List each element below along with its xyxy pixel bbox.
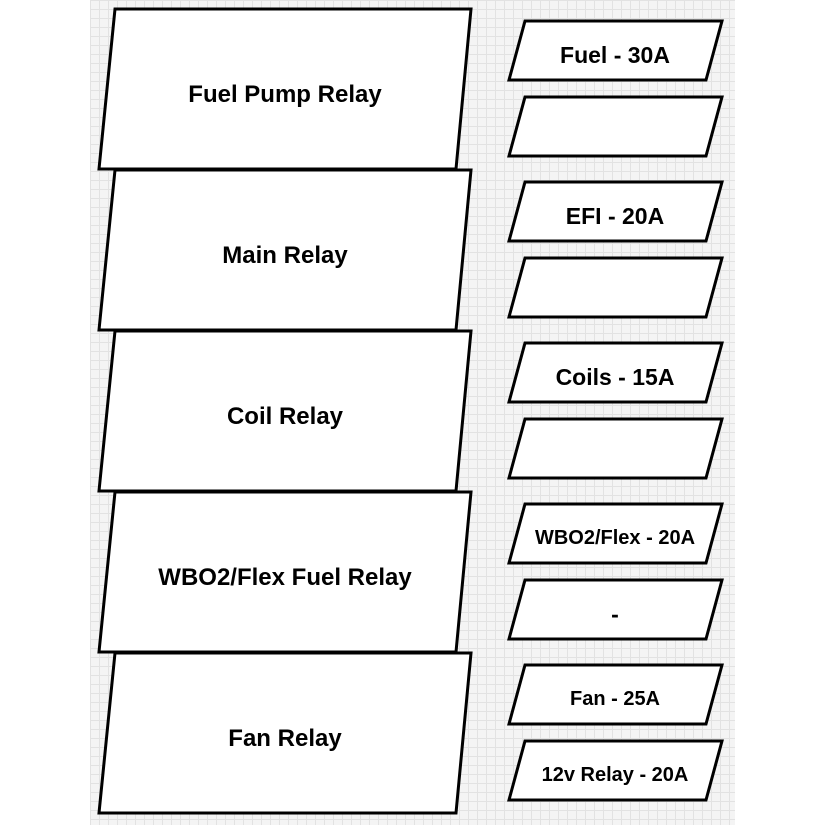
- relay-label: Main Relay: [222, 242, 348, 269]
- fuse-box: [507, 180, 724, 243]
- fuse-box: [507, 19, 724, 82]
- fuse-label: EFI - 20A: [566, 203, 664, 229]
- fuse-label: Fuel - 30A: [560, 42, 670, 68]
- relay-wbo2-flex-fuel[interactable]: WBO2/Flex Fuel Relay: [97, 490, 473, 654]
- relay-label: Fuel Pump Relay: [188, 81, 382, 108]
- fuse-label: -: [611, 601, 619, 627]
- relay-fuel-pump[interactable]: Fuel Pump Relay: [97, 7, 473, 171]
- fuse-slot-3[interactable]: [507, 417, 724, 480]
- relay-coil[interactable]: Coil Relay: [97, 329, 473, 493]
- relay-label: WBO2/Flex Fuel Relay: [158, 564, 412, 591]
- fuse-box: [507, 663, 724, 726]
- relay-box: [97, 651, 473, 815]
- fuse-fan[interactable]: Fan - 25A: [507, 663, 724, 726]
- fuse-box: [507, 502, 724, 565]
- fuse-label: Fan - 25A: [570, 688, 660, 710]
- fuse-box: [507, 417, 724, 480]
- relay-fan[interactable]: Fan Relay: [97, 651, 473, 815]
- fuse-label: 12v Relay - 20A: [542, 764, 689, 786]
- fuse-box: [507, 578, 724, 641]
- fuse-box: [507, 95, 724, 158]
- fuse-wbo2-flex[interactable]: WBO2/Flex - 20A: [507, 502, 724, 565]
- relay-label: Fan Relay: [228, 725, 342, 752]
- fuse-label: Coils - 15A: [556, 364, 675, 390]
- fuse-box: [507, 341, 724, 404]
- relay-main[interactable]: Main Relay: [97, 168, 473, 332]
- fuse-12v-relay[interactable]: 12v Relay - 20A: [507, 739, 724, 802]
- fuse-coils[interactable]: Coils - 15A: [507, 341, 724, 404]
- fuse-slot-1[interactable]: [507, 95, 724, 158]
- fuse-slot-2[interactable]: [507, 256, 724, 319]
- fuse-slot-4[interactable]: -: [507, 578, 724, 641]
- relay-label: Coil Relay: [227, 403, 344, 430]
- fuse-box: [507, 739, 724, 802]
- fuse-label: WBO2/Flex - 20A: [535, 527, 695, 549]
- fuse-fuel[interactable]: Fuel - 30A: [507, 19, 724, 82]
- fuse-efi[interactable]: EFI - 20A: [507, 180, 724, 243]
- fuse-box: [507, 256, 724, 319]
